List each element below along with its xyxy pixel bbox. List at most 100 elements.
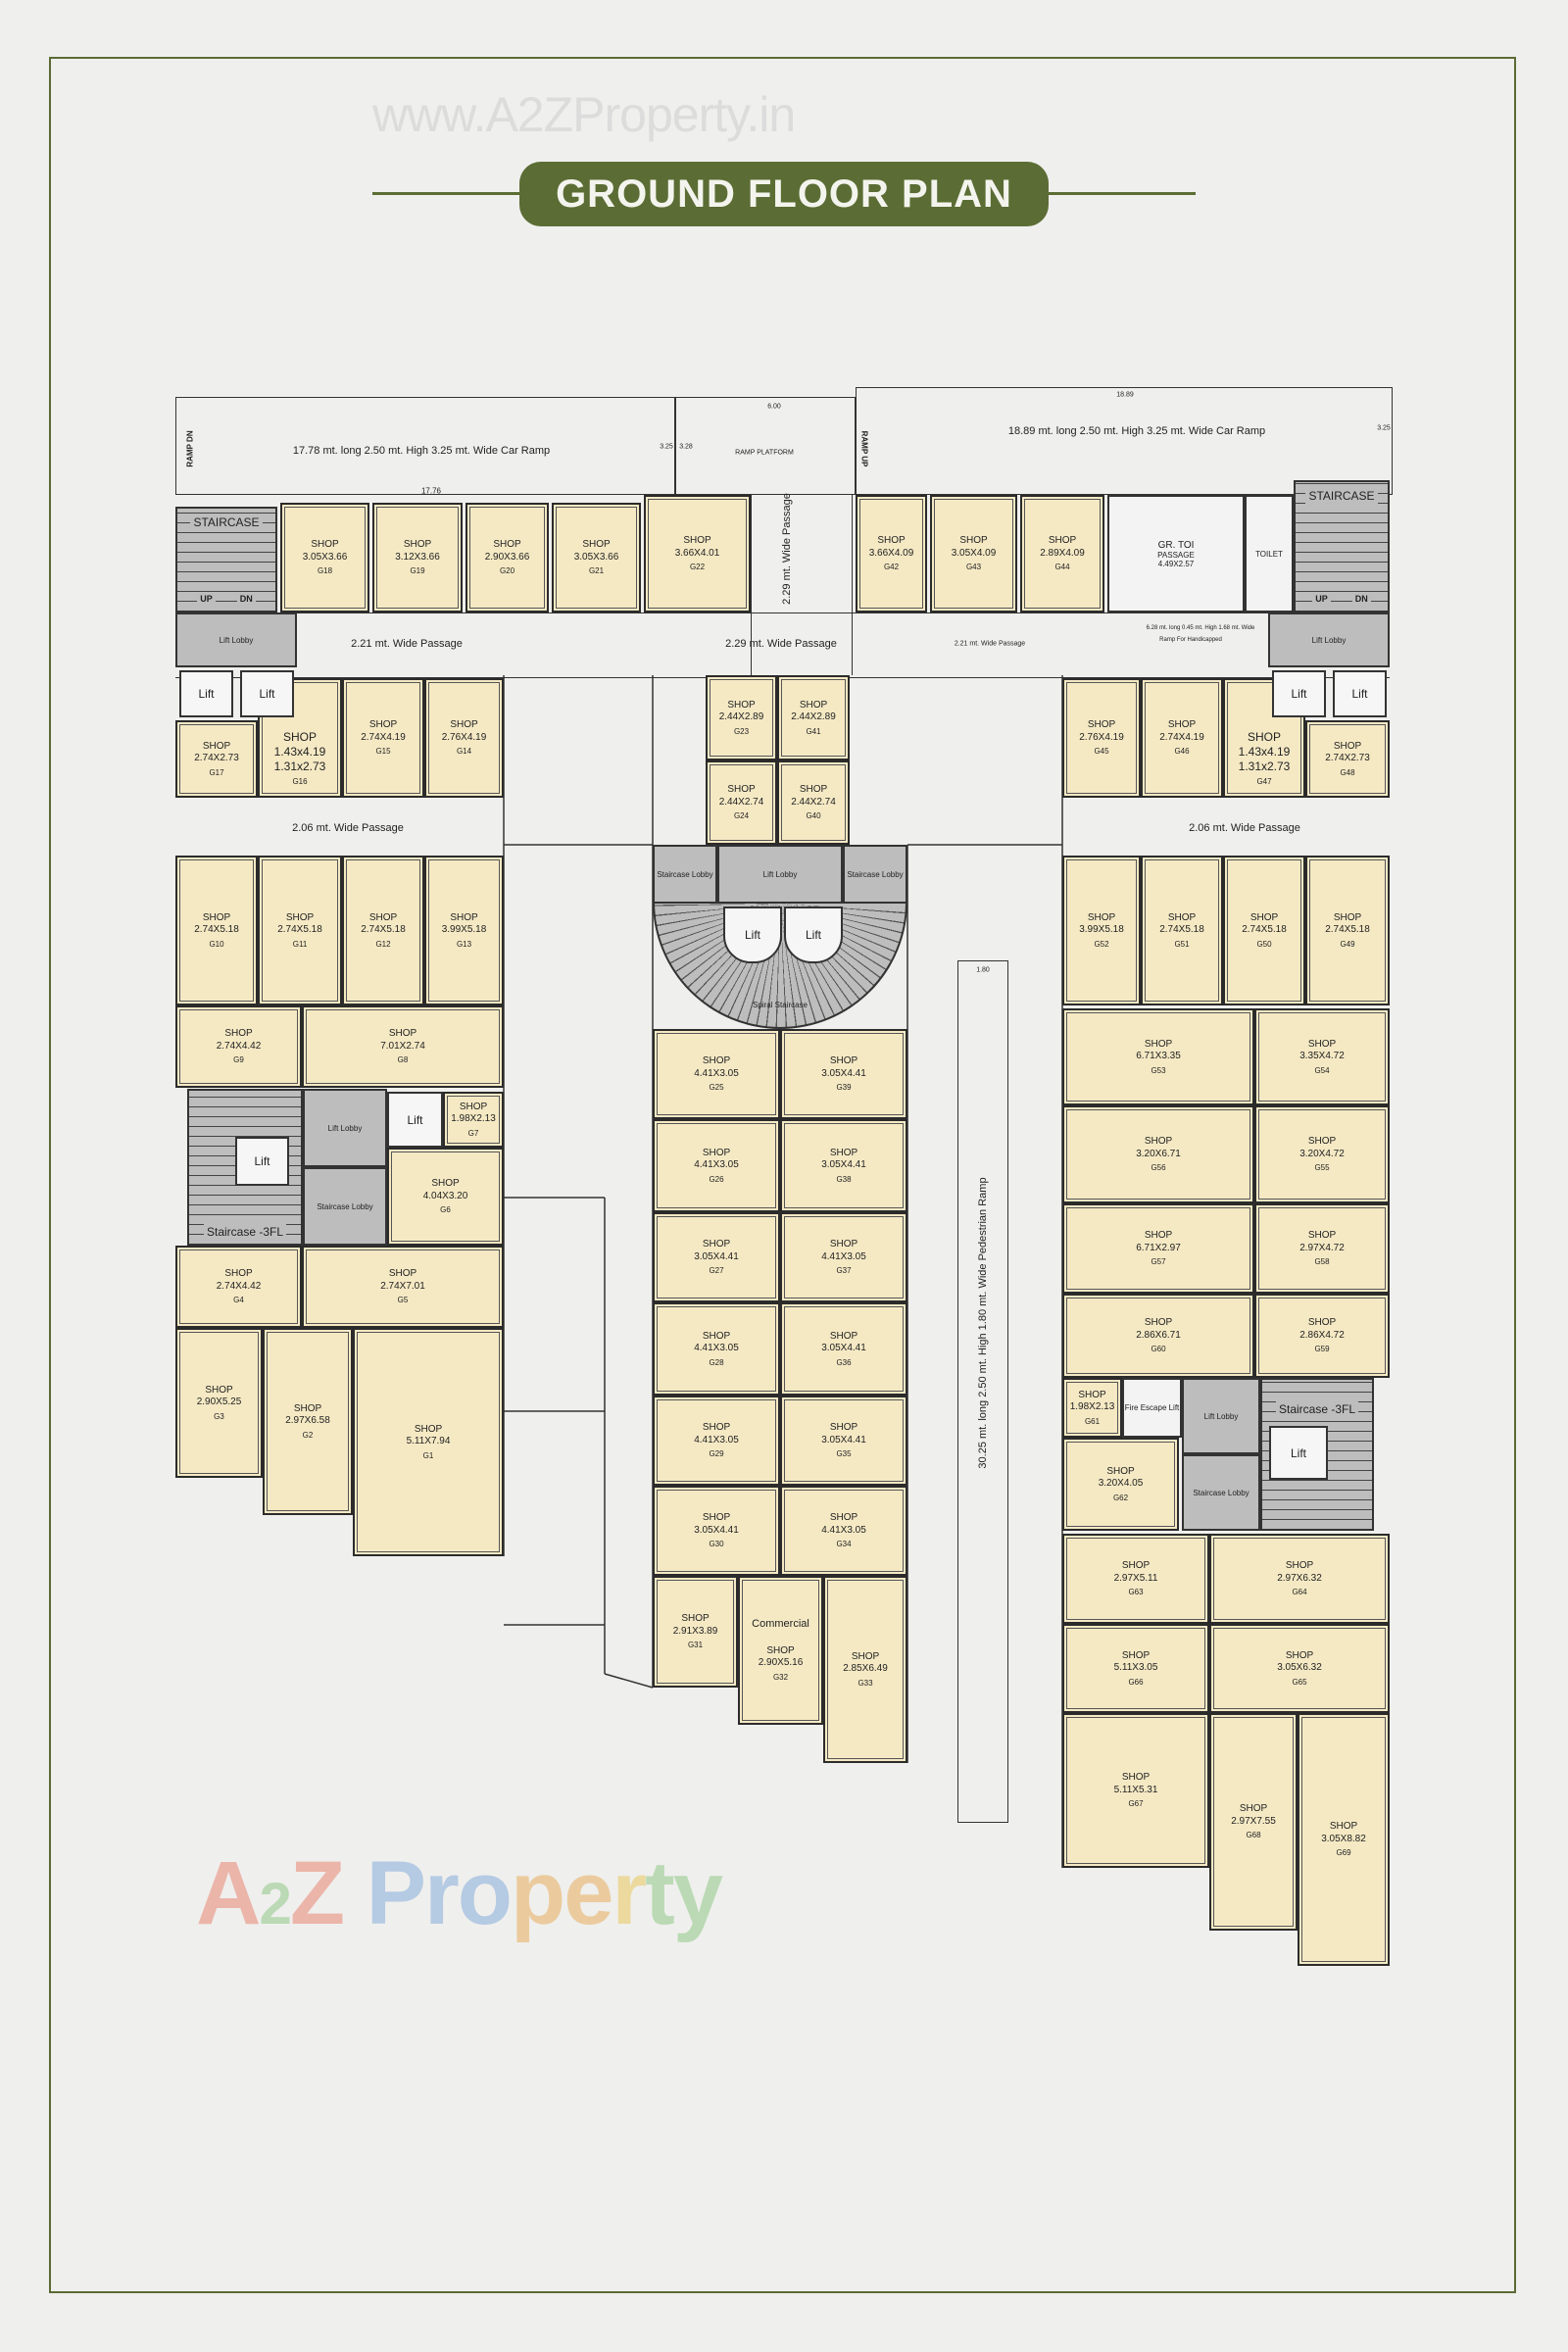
shop-size: 4.04X3.20 [422,1190,468,1201]
shop-label: SHOP [368,719,398,730]
white-label: TOILET [1255,549,1283,559]
shop-size: 3.05X8.82 [1321,1833,1366,1844]
plan-annotation: 2.21 mt. Wide Passage [351,638,463,650]
shop-label: SHOP [829,1422,858,1433]
shop-label: SHOP [293,1402,322,1414]
shop-label: SHOP [1239,1803,1268,1814]
shop-label: SHOP [681,1613,710,1624]
logo-letter [343,1843,367,1943]
plan-annotation: 1.80 [976,966,990,974]
shop-number: G29 [709,1449,724,1458]
plan-annotation: RAMP UP [859,430,869,467]
pedestrian-ramp [957,960,1008,1823]
shop-label: SHOP [829,1055,858,1066]
logo-letter: y [672,1843,723,1943]
shop-size: 2.74X5.18 [361,924,406,935]
shop-label: SHOP [431,1178,460,1189]
shop-size: 2.74X5.18 [194,924,239,935]
shop-label: SHOP [1087,719,1116,730]
shop-size: 2.74X4.42 [216,1280,262,1292]
shop-size: 3.05X4.41 [821,1067,866,1079]
shop-number: G38 [836,1174,852,1184]
shop-number: G41 [806,726,821,736]
shop-size: 3.05X4.41 [694,1524,739,1536]
shop-number: G18 [317,566,333,575]
shop-size: 2.97X6.32 [1277,1572,1322,1584]
lobby-21: Staircase Lobby [1182,1454,1260,1531]
shop-label: SHOP [1121,1772,1151,1783]
shop-size: 2.44X2.89 [718,711,764,722]
shop-number: G58 [1314,1257,1330,1266]
shop-number: G34 [836,1540,852,1548]
